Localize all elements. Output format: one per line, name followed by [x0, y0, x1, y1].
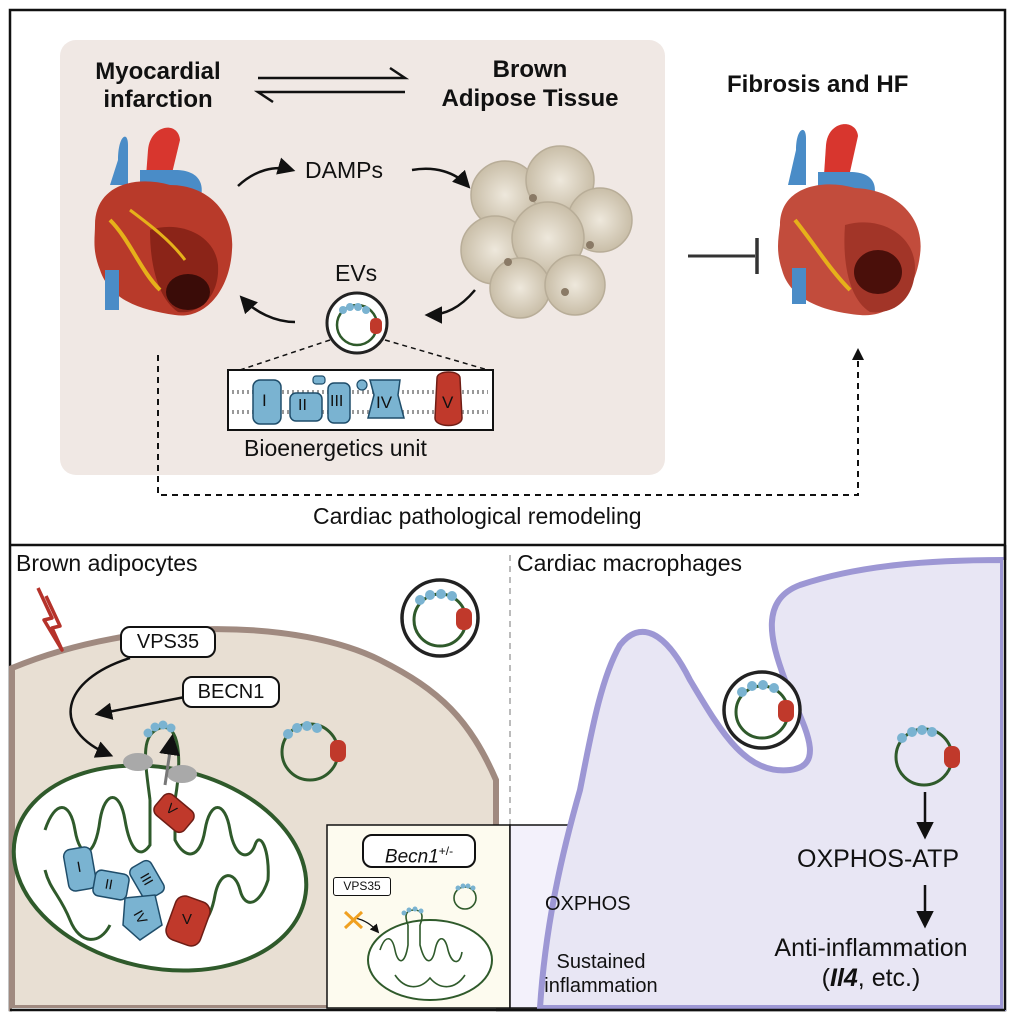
il4-gene-label: Il4: [830, 964, 858, 992]
arrow-becn1: [94, 695, 186, 720]
infarcted-heart-icon: [94, 127, 233, 316]
mitochondrion-icon: [11, 720, 309, 973]
mi-bat-panel: [60, 40, 665, 475]
etc-label: , etc.): [857, 964, 921, 992]
brown-adipose-tissue-icon: [460, 145, 633, 319]
bat-title-line2: Adipose Tissue: [441, 85, 619, 112]
zoom-line-left: [239, 339, 331, 371]
complex-V-label: V: [442, 393, 454, 412]
equilibrium-arrows: [253, 66, 410, 104]
inset-mitochondrion-icon: [343, 906, 493, 1001]
remodeling-label: Cardiac pathological remodeling: [313, 503, 642, 529]
fibrotic-heart-icon: [778, 124, 921, 316]
inhibition-arrow: [688, 238, 759, 274]
gene-line: (Il4, etc.): [821, 964, 921, 992]
mi-title-line1: Myocardial: [95, 58, 221, 85]
internalized-vesicle-icon: [894, 725, 960, 787]
becn1-genotype-sup: +/-: [438, 844, 454, 858]
arrow-damps-to-bat: [411, 167, 471, 189]
inset-oxphos-label: OXPHOS: [545, 893, 631, 915]
inset-vesicle-icon: [453, 883, 477, 910]
inflammation-label: inflammation: [544, 975, 658, 997]
brown-adipocytes-title: Brown adipocytes: [16, 550, 198, 576]
extracellular-vesicle-icon: [325, 291, 389, 355]
bioenergetics-label: Bioenergetics unit: [244, 435, 427, 461]
arrow-heart-to-damps: [237, 157, 296, 187]
complex-III-label: III: [330, 393, 344, 410]
vps35-box: VPS35: [120, 626, 216, 658]
damps-label: DAMPs: [305, 157, 383, 183]
mito-complex-V-label: V: [182, 911, 193, 928]
engulfed-ev-icon: [722, 670, 802, 750]
evs-label: EVs: [335, 260, 378, 286]
bioenergetics-unit-box: [227, 369, 494, 431]
mi-title-line2: infarction: [103, 86, 213, 113]
macrophage-cell: [536, 556, 1006, 1011]
arrow-evs-to-heart: [239, 295, 296, 324]
arrow-bat-to-evs: [424, 289, 476, 324]
remodeling-path: [157, 352, 859, 496]
complex-II-label: II: [298, 397, 307, 414]
complex-I-label: I: [262, 391, 267, 410]
cardiac-macrophages-title: Cardiac macrophages: [517, 550, 743, 576]
complex-IV-label: IV: [376, 393, 393, 412]
oxphos-atp-label: OXPHOS-ATP: [797, 845, 960, 873]
mi-title: Myocardial infarction: [68, 58, 248, 114]
bat-title: Brown Adipose Tissue: [405, 55, 655, 113]
stress-lightning-icon: [36, 587, 64, 652]
sustained-label: Sustained: [556, 951, 646, 973]
fibrosis-title: Fibrosis and HF: [727, 71, 909, 98]
remodeling-arrowhead: [852, 348, 864, 360]
becn1-box: BECN1: [182, 676, 280, 708]
inset-vps35-box: VPS35: [333, 877, 391, 896]
free-ev-icon: [400, 578, 480, 658]
anti-inflammation-text: Anti-inflammation (Il4, etc.): [746, 933, 996, 993]
mito-derived-vesicle-icon: [280, 721, 346, 782]
becn1-gene-label: Becn1: [384, 846, 439, 868]
bat-title-line1: Brown: [492, 56, 568, 83]
inset-inflammation-text: Sustained inflammation: [520, 950, 682, 998]
anti-inflammation-label: Anti-inflammation: [774, 934, 968, 962]
arrow-vps35: [69, 656, 131, 758]
becn1-genotype-box: Becn1+/-: [362, 834, 476, 868]
